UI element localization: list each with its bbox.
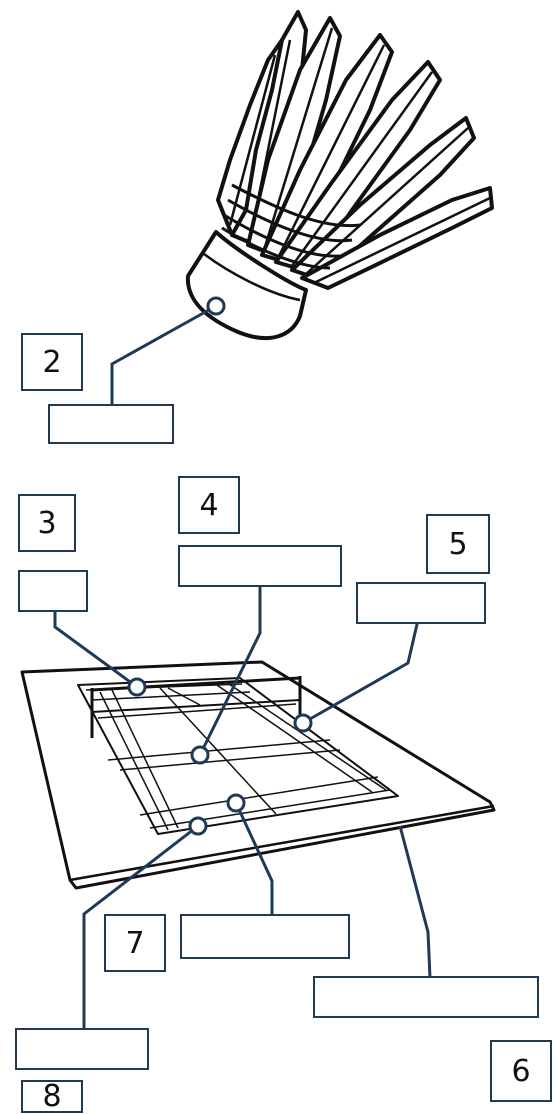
callout-point-4: [190, 745, 210, 765]
court-surface: [77, 677, 399, 835]
callout-point-8: [188, 816, 208, 836]
leader-lines: [53, 304, 432, 1030]
answer-box-5[interactable]: [356, 582, 486, 624]
shuttlecock-binding: [221, 183, 361, 270]
leader-line-7: [234, 802, 274, 915]
shuttlecock-illustration: [185, 10, 494, 341]
callout-point-2: [206, 296, 226, 316]
court-illustration: [20, 660, 496, 890]
court-lines: [85, 681, 391, 831]
callout-point-7: [226, 793, 246, 813]
court-net: [90, 676, 302, 738]
number-label-6: 6: [490, 1040, 552, 1102]
answer-box-7[interactable]: [180, 914, 350, 959]
answer-box-3[interactable]: [18, 570, 88, 612]
answer-box-2[interactable]: [48, 404, 174, 444]
leader-line-5: [302, 619, 420, 725]
leader-line-4: [198, 585, 262, 756]
answer-box-8[interactable]: [15, 1028, 149, 1070]
court-platform-edge: [69, 804, 495, 882]
number-label-7: 7: [104, 914, 166, 972]
shuttlecock-cork-band: [203, 252, 301, 302]
leader-line-2: [110, 304, 217, 405]
callout-point-3: [127, 677, 147, 697]
leader-line-8: [82, 824, 199, 1030]
shuttlecock-quills: [228, 27, 491, 284]
number-label-3: 3: [18, 494, 76, 552]
answer-box-4[interactable]: [178, 545, 342, 587]
leader-line-6: [398, 825, 432, 979]
number-label-4: 4: [178, 476, 240, 534]
leader-line-3: [53, 610, 138, 689]
number-label-5: 5: [426, 514, 490, 574]
number-label-2: 2: [21, 333, 83, 391]
answer-box-6[interactable]: [313, 976, 539, 1018]
number-label-8: 8: [21, 1079, 83, 1114]
callout-points: [127, 296, 313, 836]
callout-point-5: [293, 713, 313, 733]
